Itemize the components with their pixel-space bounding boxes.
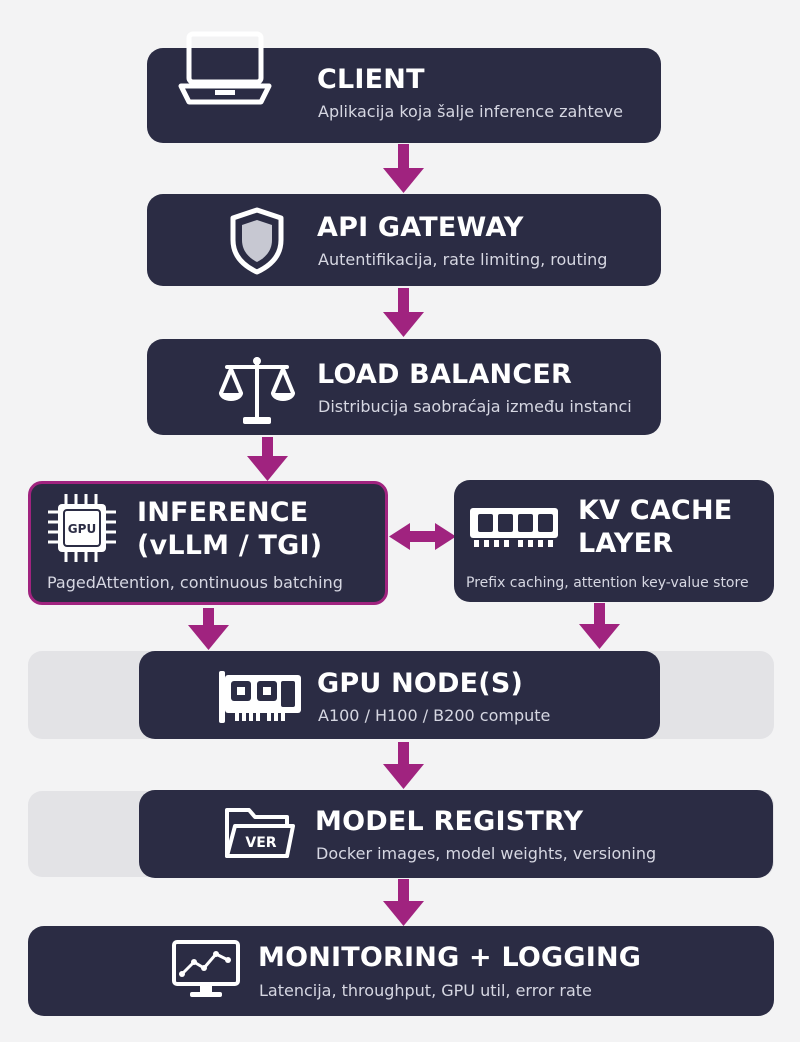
shield-icon <box>230 207 284 275</box>
client-subtitle: Aplikacija koja šalje inference zahteve <box>318 102 623 121</box>
load-balancer-title: LOAD BALANCER <box>317 359 572 390</box>
api-gateway-node: API GATEWAY Autentifikacija, rate limiti… <box>147 194 661 286</box>
memory-module-icon <box>470 508 558 547</box>
graphics-card-icon <box>219 671 301 723</box>
kv-cache-node: KV CACHE LAYER Prefix caching, attention… <box>454 480 774 602</box>
api-gateway-subtitle: Autentifikacija, rate limiting, routing <box>318 250 608 269</box>
client-title: CLIENT <box>317 64 425 95</box>
gpu-chip-label: GPU <box>68 522 96 536</box>
gpu-chip-icon: GPU <box>48 494 116 562</box>
gpu-nodes-title: GPU NODE(S) <box>317 668 524 699</box>
monitoring-subtitle: Latencija, throughput, GPU util, error r… <box>259 981 592 1000</box>
load-balancer-subtitle: Distribucija saobraćaja između instanci <box>318 397 632 416</box>
gpu-nodes-subtitle: A100 / H100 / B200 compute <box>318 706 551 725</box>
folder-icon: VER <box>225 808 295 858</box>
inference-title-line2: (vLLM / TGI) <box>137 530 323 561</box>
inference-subtitle: PagedAttention, continuous batching <box>47 573 343 592</box>
inference-node: GPU INFERENCE (vLLM / TGI) PagedAttentio… <box>28 481 388 605</box>
load-balancer-node: LOAD BALANCER Distribucija saobraćaja iz… <box>147 339 661 435</box>
model-registry-node: VER MODEL REGISTRY Docker images, model … <box>139 790 773 878</box>
scales-icon <box>219 357 295 424</box>
folder-version-label: VER <box>245 835 276 851</box>
client-node: CLIENT Aplikacija koja šalje inference z… <box>147 31 661 143</box>
api-gateway-title: API GATEWAY <box>317 212 524 243</box>
kv-cache-subtitle: Prefix caching, attention key-value stor… <box>466 575 749 591</box>
model-registry-title: MODEL REGISTRY <box>315 806 584 837</box>
kv-cache-title-line2: LAYER <box>578 528 674 559</box>
monitoring-node: MONITORING + LOGGING Latencija, throughp… <box>28 926 774 1016</box>
monitoring-title: MONITORING + LOGGING <box>258 942 642 973</box>
laptop-icon <box>178 31 272 105</box>
monitor-chart-icon <box>172 940 240 997</box>
model-registry-subtitle: Docker images, model weights, versioning <box>316 844 657 863</box>
kv-cache-title-line1: KV CACHE <box>578 495 733 526</box>
inference-title-line1: INFERENCE <box>137 497 309 528</box>
gpu-nodes-node: GPU NODE(S) A100 / H100 / B200 compute <box>139 651 660 739</box>
